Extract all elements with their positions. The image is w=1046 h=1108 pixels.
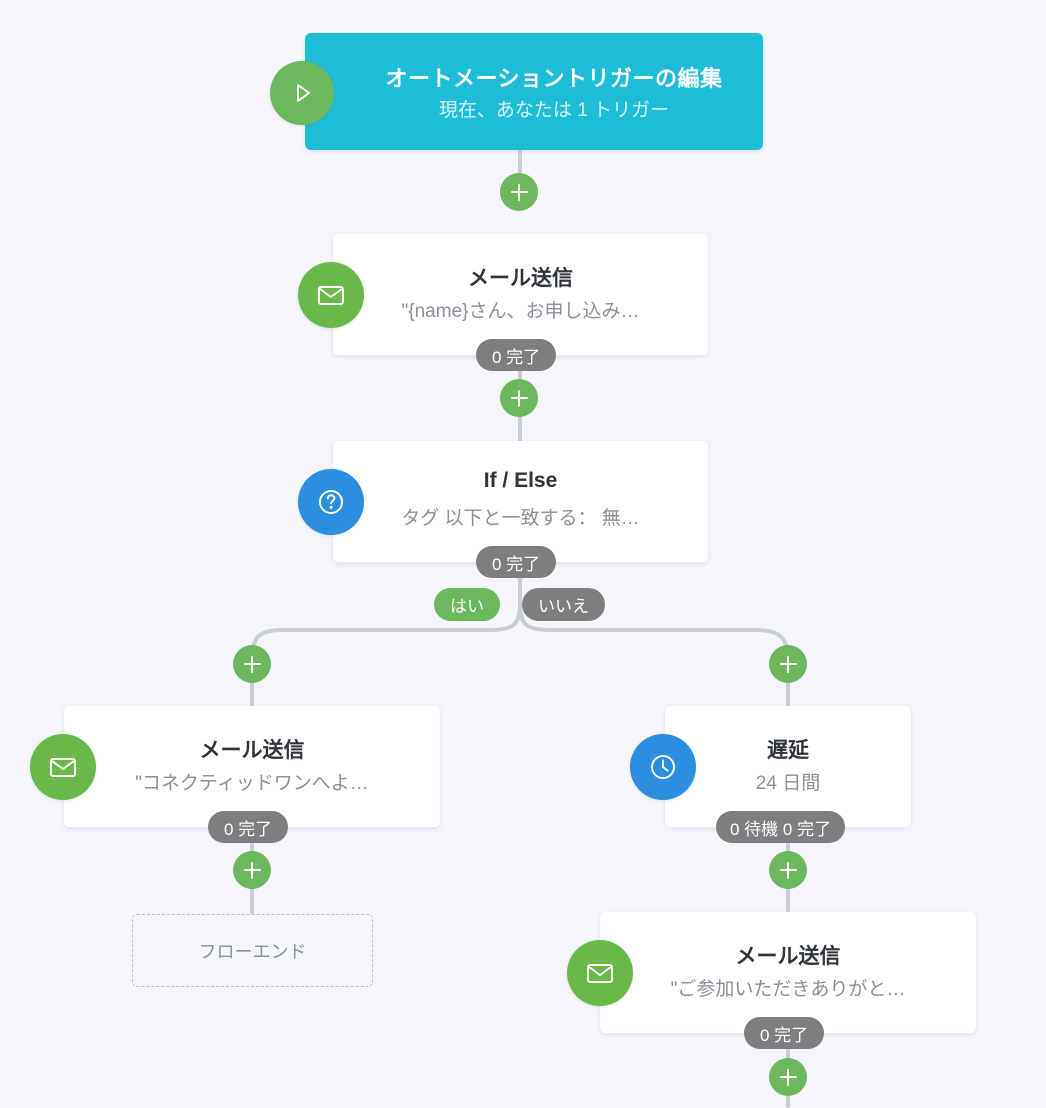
envelope-icon-glyph xyxy=(587,964,613,983)
question-mark-icon-glyph xyxy=(319,490,343,514)
node-subtitle: "ご参加いただきありがと… xyxy=(670,979,906,1000)
add-step-button-bottom[interactable] xyxy=(769,1058,807,1096)
trigger-subtitle: 現在、あなたは 1 トリガー xyxy=(438,100,670,121)
add-step-button-2[interactable] xyxy=(500,379,538,417)
question-mark-icon[interactable] xyxy=(298,469,364,535)
node-subtitle: 24 日間 xyxy=(755,773,821,794)
flow-end-box: フローエンド xyxy=(132,914,373,987)
node-card-email-no[interactable]: メール送信 "ご参加いただきありがと… xyxy=(600,912,976,1033)
clock-icon[interactable] xyxy=(630,734,696,800)
node-status-badge: 0 待機 0 完了 xyxy=(716,811,846,843)
node-card-email-1[interactable]: メール送信 "{name}さん、お申し込み… xyxy=(333,234,708,355)
trigger-title: オートメーショントリガーの編集 xyxy=(385,66,723,91)
envelope-icon[interactable] xyxy=(567,940,633,1006)
connector-right-card-to-plus xyxy=(786,807,790,885)
trigger-card[interactable]: オートメーショントリガーの編集 現在、あなたは 1 トリガー xyxy=(305,33,763,150)
envelope-icon-glyph xyxy=(318,286,344,305)
connector-right-email-to-plus xyxy=(786,1013,790,1091)
node-title: メール送信 xyxy=(199,739,305,762)
play-icon[interactable] xyxy=(270,61,334,125)
add-step-button-right-mid[interactable] xyxy=(769,851,807,889)
connector-left-plus-to-flowend xyxy=(250,884,254,914)
node-card-delay[interactable]: 遅延 24 日間 xyxy=(665,706,911,827)
connector-right-plus-to-email xyxy=(786,884,790,912)
branch-label-no[interactable]: いいえ xyxy=(522,588,605,621)
envelope-icon[interactable] xyxy=(30,734,96,800)
node-title: メール送信 xyxy=(735,945,841,968)
connector-left-card-to-plus xyxy=(250,807,254,885)
node-status-badge: 0 完了 xyxy=(476,546,557,578)
node-title: 遅延 xyxy=(767,739,809,762)
connector-left-plus-to-card xyxy=(250,664,254,712)
add-step-button-yes-branch[interactable] xyxy=(233,645,271,683)
node-card-email-yes[interactable]: メール送信 "コネクティッドワンへよ… xyxy=(64,706,440,827)
node-status-badge: 0 完了 xyxy=(744,1017,825,1049)
node-card-if-else[interactable]: If / Else タグ 以下と一致する： 無… xyxy=(333,441,708,562)
flow-end-label: フローエンド xyxy=(198,941,307,962)
play-icon-glyph xyxy=(297,84,310,102)
envelope-icon-glyph xyxy=(50,758,76,777)
add-step-button-1[interactable] xyxy=(500,173,538,211)
node-subtitle: タグ 以下と一致する： 無… xyxy=(401,508,640,529)
node-subtitle: "{name}さん、お申し込み… xyxy=(401,301,640,322)
node-title: If / Else xyxy=(483,469,558,492)
branch-label-yes[interactable]: はい xyxy=(434,588,500,621)
node-subtitle: "コネクティッドワンへよ… xyxy=(135,773,369,794)
add-step-button-left-tail[interactable] xyxy=(233,851,271,889)
node-status-badge: 0 完了 xyxy=(476,339,557,371)
connector-bottom-tail xyxy=(786,1090,790,1108)
clock-icon-glyph xyxy=(651,755,675,779)
add-step-button-no-branch[interactable] xyxy=(769,645,807,683)
connector-right-plus-to-card xyxy=(786,664,790,712)
node-title: メール送信 xyxy=(468,267,573,290)
envelope-icon[interactable] xyxy=(298,262,364,328)
node-status-badge: 0 完了 xyxy=(208,811,289,843)
